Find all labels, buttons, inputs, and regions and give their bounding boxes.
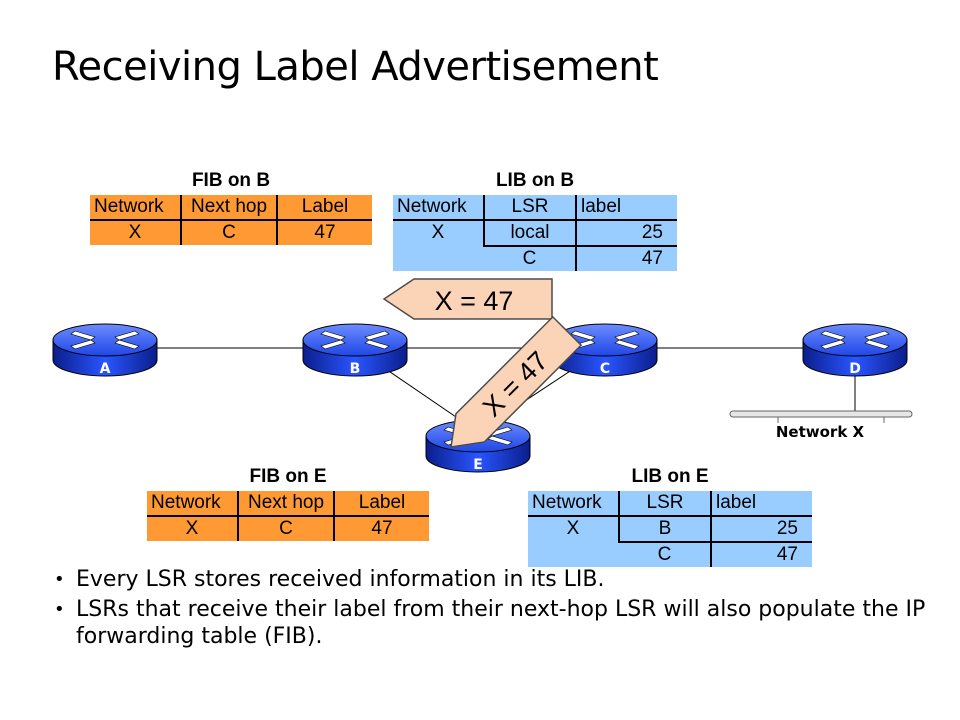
network-x-segment — [729, 410, 913, 423]
lib-e-cell-lsr-2: C — [657, 544, 672, 565]
fib-b-cell-network: X — [128, 222, 142, 243]
fib-e-header-nexthop: Next hop — [237, 491, 334, 517]
fib-b-table: Network Next hop Label X C 47 — [90, 195, 372, 245]
bullet-dot-icon: • — [54, 599, 65, 620]
lib-e-cell-label-2: 47 — [710, 542, 812, 567]
fib-b-header-label: Label — [276, 195, 372, 221]
fib-e-table: Network Next hop Label X C 47 — [147, 491, 429, 541]
fib-e-header-label: Label — [333, 491, 429, 517]
lib-e-table: Network LSR label X B 25 C 47 — [528, 491, 812, 567]
fib-e-header-network: Network — [147, 491, 238, 517]
bullet-item: • LSRs that receive their label from the… — [54, 596, 934, 650]
fib-b-caption: FIB on B — [191, 170, 271, 191]
router-e-label: E — [473, 457, 483, 473]
lib-e-header-label: label — [710, 491, 812, 517]
fib-e-cell-nexthop: C — [237, 516, 334, 541]
router-a-label: A — [100, 361, 111, 377]
bullet-list: • Every LSR stores received information … — [54, 566, 934, 653]
lib-b-cell-label-1: 25 — [575, 220, 677, 247]
lib-e-caption: LIB on E — [631, 466, 709, 487]
fib-e-cell-label: 47 — [333, 516, 429, 541]
fib-e-caption: FIB on E — [249, 466, 327, 487]
lib-e-cell-lsr-1: B — [618, 516, 711, 543]
lib-b-header-label: label — [575, 195, 677, 221]
router-d-label: D — [849, 361, 861, 377]
advertisement-to-b: X = 47 — [382, 278, 553, 320]
fib-b-header-network: Network — [90, 195, 181, 221]
bullet-text-2: LSRs that receive their label from their… — [76, 597, 926, 649]
router-c-label: C — [600, 361, 610, 377]
slide-title: Receiving Label Advertisement — [52, 44, 659, 90]
bullet-dot-icon: • — [54, 569, 65, 590]
fib-b-cell-nexthop: C — [180, 220, 277, 245]
lib-b-header-network: Network — [393, 195, 484, 221]
fib-b-header-nexthop: Next hop — [180, 195, 277, 221]
lib-b-cell-network: X — [431, 222, 445, 243]
lib-b-caption: LIB on B — [495, 170, 575, 191]
advertisement-to-b-text: X = 47 — [435, 286, 514, 316]
bullet-text-1: Every LSR stores received information in… — [76, 567, 605, 592]
bullet-item: • Every LSR stores received information … — [54, 566, 934, 593]
fib-e-cell-network: X — [185, 518, 199, 539]
lib-b-table: Network LSR label X local 25 C 47 — [393, 195, 677, 271]
lib-e-header-network: Network — [528, 491, 619, 517]
lib-e-cell-network: X — [566, 518, 580, 539]
lib-b-header-lsr: LSR — [483, 195, 576, 221]
lib-b-cell-lsr-1: local — [483, 220, 576, 247]
network-x-label: Network X — [776, 423, 865, 441]
lib-b-cell-lsr-2: C — [522, 248, 537, 269]
lib-e-cell-label-1: 25 — [710, 516, 812, 543]
lib-b-cell-label-2: 47 — [575, 246, 677, 271]
lib-e-header-lsr: LSR — [618, 491, 711, 517]
router-b-label: B — [350, 361, 361, 377]
fib-b-cell-label: 47 — [276, 220, 372, 245]
